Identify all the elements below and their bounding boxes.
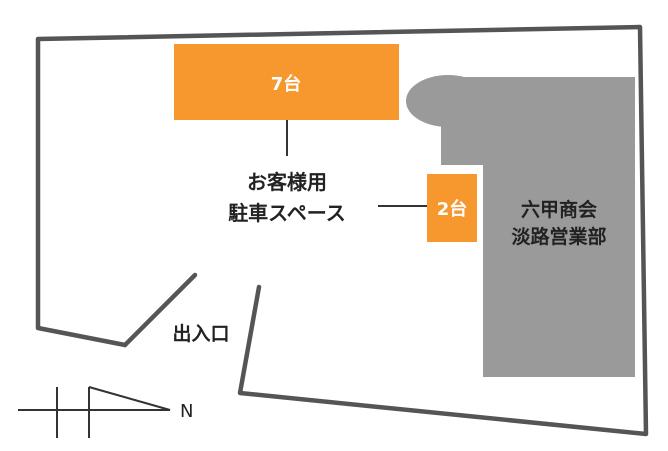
building-name-line2: 淡路営業部 <box>511 225 606 248</box>
entrance-label: 出入口 <box>172 322 229 345</box>
north-arrow-icon <box>18 386 171 438</box>
parking-area-small <box>427 174 477 242</box>
building-name-line1: 六甲商会 <box>521 198 597 221</box>
building <box>406 75 635 377</box>
parking-large-count: 7台 <box>271 73 302 95</box>
lot-boundary <box>35 24 649 437</box>
customer-parking-line1: お客様用 <box>247 170 327 194</box>
entrance-edge <box>122 272 198 348</box>
parking-area-large <box>174 44 399 120</box>
north-label: N <box>180 401 193 422</box>
customer-parking-line2: 駐車スペース <box>228 201 346 225</box>
parking-small-count: 2台 <box>437 198 468 220</box>
